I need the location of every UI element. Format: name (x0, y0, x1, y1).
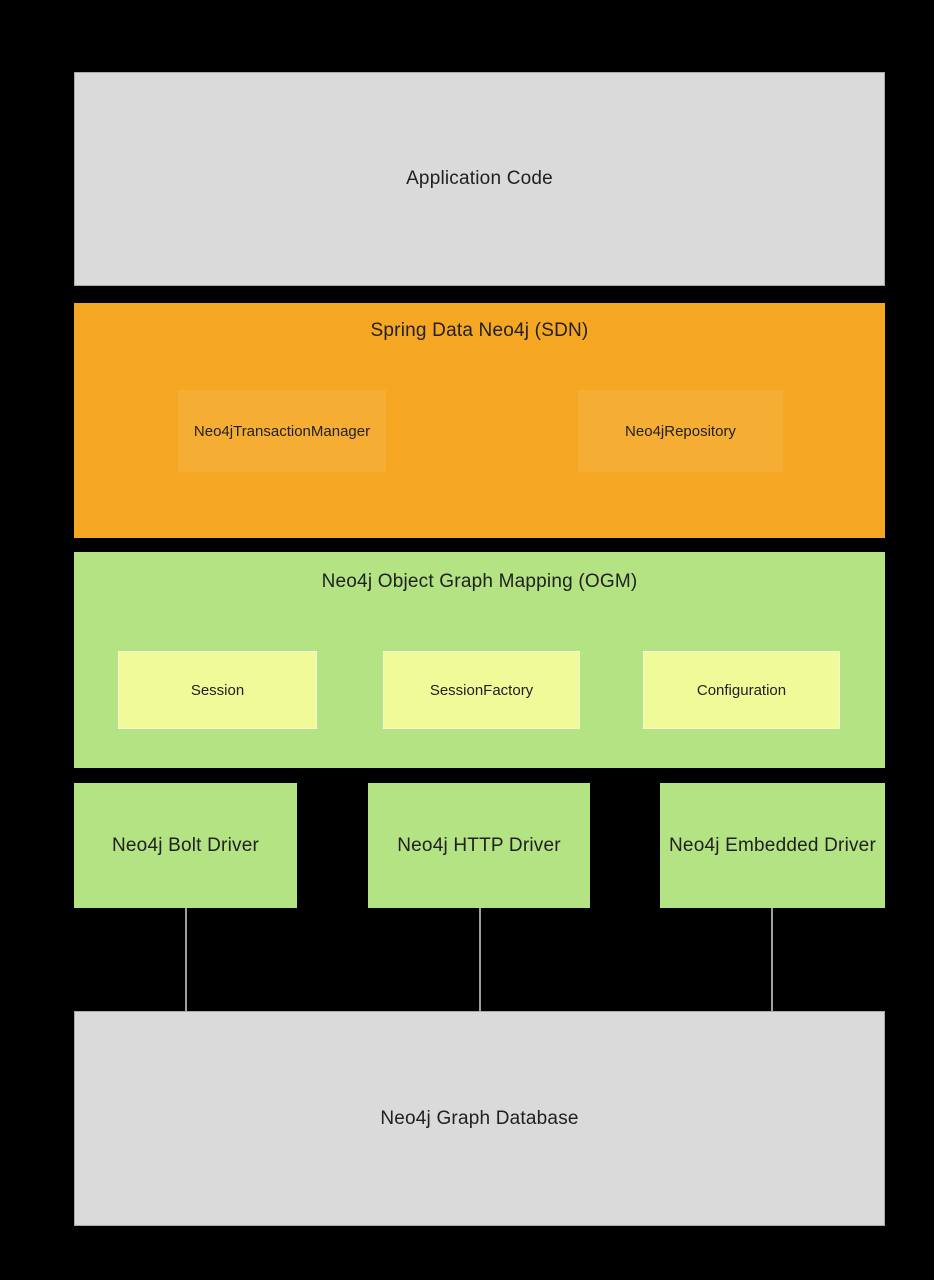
http-driver-connector-line (479, 908, 481, 1011)
embedded-driver-connector-line (771, 908, 773, 1011)
sdn-layer-box: Spring Data Neo4j (SDN) Neo4jTransaction… (74, 303, 885, 538)
session-factory-box: SessionFactory (383, 651, 580, 729)
graph-database-label: Neo4j Graph Database (380, 1107, 579, 1129)
session-label: Session (190, 681, 245, 699)
session-factory-label: SessionFactory (429, 681, 534, 699)
session-box: Session (118, 651, 317, 729)
http-driver-box: Neo4j HTTP Driver (368, 783, 590, 908)
ogm-layer-title: Neo4j Object Graph Mapping (OGM) (321, 571, 638, 592)
bolt-driver-connector-line (185, 908, 187, 1011)
http-driver-label: Neo4j HTTP Driver (397, 834, 561, 856)
ogm-layer-box: Neo4j Object Graph Mapping (OGM) Session… (74, 552, 885, 768)
sdn-layer-title: Spring Data Neo4j (SDN) (370, 320, 589, 341)
neo4j-repository-box: Neo4jRepository (578, 390, 783, 472)
configuration-box: Configuration (643, 651, 840, 729)
configuration-label: Configuration (696, 681, 787, 699)
bolt-driver-label: Neo4j Bolt Driver (111, 834, 259, 856)
neo4j-repository-label: Neo4jRepository (625, 422, 736, 440)
neo4j-transaction-manager-box: Neo4jTransactionManager (178, 390, 386, 472)
graph-database-box: Neo4j Graph Database (74, 1011, 885, 1226)
embedded-driver-label: Neo4j Embedded Driver (669, 834, 876, 856)
application-code-label: Application Code (406, 168, 553, 189)
application-code-box: Application Code (74, 72, 885, 286)
embedded-driver-box: Neo4j Embedded Driver (660, 783, 885, 908)
neo4j-transaction-manager-label: Neo4jTransactionManager (193, 422, 371, 440)
bolt-driver-box: Neo4j Bolt Driver (74, 783, 297, 908)
